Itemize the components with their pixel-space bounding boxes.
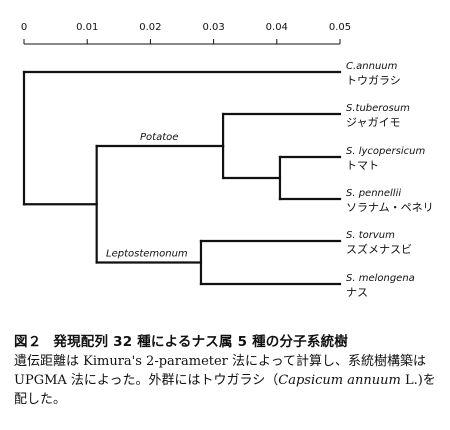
figure-caption: 図２ 発現配列 32 種によるナス属 5 種の分子系統樹 遺伝距離は Kimura… bbox=[14, 333, 442, 409]
taxon-sci-name: S. torvum bbox=[346, 230, 395, 241]
taxon-sci-name: S. pennellii bbox=[346, 188, 401, 199]
axis-tick-label: 0.01 bbox=[76, 22, 98, 33]
tree-branches bbox=[22, 70, 342, 286]
clade-label-leptostemonum: Leptostemonum bbox=[106, 249, 188, 260]
caption-species-name: Capsicum annuum bbox=[278, 373, 401, 388]
taxon-jp-name: トマト bbox=[346, 159, 379, 172]
axis-tick-label: 0.04 bbox=[266, 22, 288, 33]
taxon-jp-name: ナス bbox=[346, 286, 368, 299]
caption-title: 図２ 発現配列 32 種によるナス属 5 種の分子系統樹 bbox=[14, 333, 442, 352]
taxon-sci-name: S. lycopersicum bbox=[346, 146, 425, 157]
axis-tick-label: 0 bbox=[21, 22, 27, 33]
axis-tick-label: 0.02 bbox=[139, 22, 161, 33]
axis-tick-label: 0.05 bbox=[329, 22, 351, 33]
caption-body-end: L.)を配した。 bbox=[14, 373, 436, 407]
caption-title-text: 発現配列 32 種によるナス属 5 種の分子系統樹 bbox=[53, 334, 348, 350]
clade-label-potatoe: Potatoe bbox=[140, 132, 178, 143]
taxon-jp-name: ジャガイモ bbox=[346, 116, 400, 129]
taxon-jp-name: ソラナム・ペネリ bbox=[346, 201, 434, 214]
taxon-sci-name: S.tuberosum bbox=[346, 103, 410, 114]
phylogenetic-tree: 0 0.01 0.02 0.03 0.04 0.05 C.annuum トウガラシ S.tub… bbox=[21, 22, 434, 299]
taxon-jp-name: トウガラシ bbox=[346, 74, 401, 87]
axis-tick-label: 0.03 bbox=[202, 22, 224, 33]
taxon-labels: C.annuum トウガラシ S.tuberosum ジャガイモ S. lycopers… bbox=[346, 61, 434, 299]
taxon-sci-name: S. melongena bbox=[346, 273, 415, 284]
taxon-jp-name: スズメナスビ bbox=[346, 242, 412, 256]
caption-body: 遺伝距離は Kimura's 2-parameter 法によって計算し、系統樹構… bbox=[14, 352, 442, 409]
figure-label: 図２ bbox=[14, 334, 42, 350]
distance-axis: 0 0.01 0.02 0.03 0.04 0.05 bbox=[21, 22, 351, 45]
caption-body-text: 遺伝距離は Kimura's 2-parameter 法によって計算し、系統樹構… bbox=[14, 354, 426, 388]
taxon-sci-name: C.annuum bbox=[346, 61, 398, 72]
